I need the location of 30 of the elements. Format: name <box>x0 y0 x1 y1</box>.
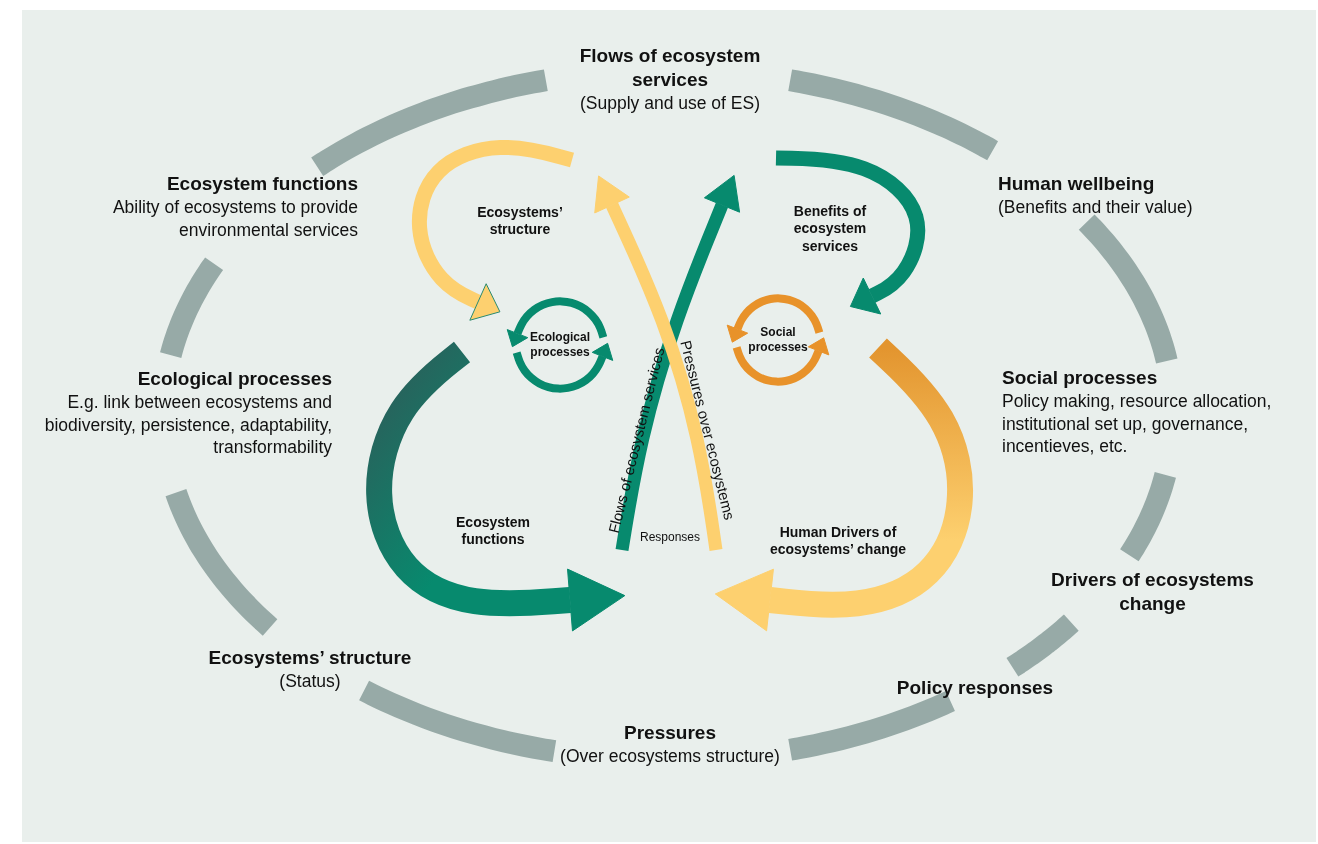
diagram-label: Benefits of ecosystem services <box>792 202 868 255</box>
node-description: E.g. link between ecosystems and biodiversity, persistence, adaptability, transformability <box>43 390 332 459</box>
ring-arc <box>311 69 548 177</box>
diagram-label: Ecological processes <box>529 330 591 360</box>
ring-arc <box>1078 214 1178 365</box>
ring-arc <box>788 69 999 161</box>
node-description: (Over ecosystems structure) <box>560 744 780 768</box>
node-heading: Drivers of ecosystems change <box>1050 568 1255 616</box>
node-description: (Supply and use of ES) <box>579 91 761 115</box>
node-description: Ability of ecosystems to provide environmental services <box>111 195 358 242</box>
diagram-label: Human Drivers of ecosystems’ change <box>768 523 908 559</box>
diagram-label: Ecosystems’ structure <box>476 203 564 239</box>
ring-arc <box>165 488 278 636</box>
diagram-label: Responses <box>638 529 701 545</box>
node-heading: Ecosystem functions <box>165 172 358 196</box>
node-description: Policy making, resource allocation, institutional set up, governance, incentieves, etc. <box>1002 389 1273 458</box>
node-description: (Status) <box>278 669 342 693</box>
node-heading: Flows of ecosystem services <box>578 44 762 92</box>
diagram-label: Social processes <box>747 325 809 355</box>
node-heading: Policy responses <box>895 676 1055 700</box>
node-heading: Human wellbeing <box>998 172 1156 196</box>
node-heading: Pressures <box>623 721 717 745</box>
node-heading: Ecosystems’ structure <box>207 646 413 670</box>
ring-arc <box>787 691 955 761</box>
ring-arc <box>359 680 557 762</box>
diagram-label: Ecosystem functions <box>455 513 531 549</box>
node-heading: Social processes <box>1002 366 1159 390</box>
ring-arc <box>1004 614 1080 677</box>
node-description: (Benefits and their value) <box>998 195 1194 219</box>
node-heading: Ecological processes <box>136 367 332 391</box>
